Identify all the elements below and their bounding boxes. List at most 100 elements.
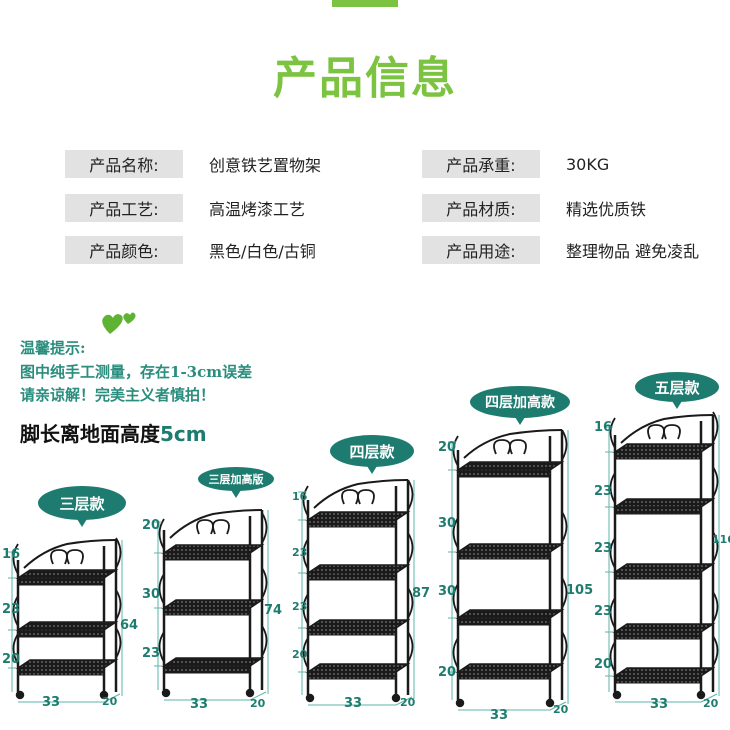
info-label: 产品用途: xyxy=(422,236,540,264)
rack-shelf xyxy=(161,544,265,554)
dim-depth-line xyxy=(395,696,413,706)
rack-shelf xyxy=(455,609,565,619)
rack-scroll xyxy=(341,489,375,505)
rack-side-scroll xyxy=(302,637,309,669)
rack-side-scroll xyxy=(12,543,19,575)
rack-shelf xyxy=(15,659,119,669)
dim-depth-line xyxy=(700,693,718,703)
rack-shelf xyxy=(15,621,119,631)
rack-shelf xyxy=(612,563,716,573)
rack-foot xyxy=(161,688,171,698)
rack-shelf xyxy=(612,443,716,453)
rack-side-scroll xyxy=(561,511,568,543)
rack-side-scroll xyxy=(261,512,268,544)
page-title: 产品信息 xyxy=(273,53,457,104)
rack-shelf xyxy=(612,623,716,633)
rack-side-scroll xyxy=(452,435,459,467)
rack-side-scroll xyxy=(261,625,268,657)
dim-width: 33 xyxy=(42,695,61,710)
rack-foot xyxy=(99,690,109,700)
rack-foot xyxy=(696,690,706,700)
rack-shelf-edge xyxy=(163,552,251,561)
dim-height: 87 xyxy=(412,586,431,601)
rack-side-scroll xyxy=(302,485,309,517)
rack-side-scroll xyxy=(158,573,165,605)
rack-shelf-edge xyxy=(17,577,105,586)
tip-heading: 温馨提示: xyxy=(20,339,86,357)
rack-side-scroll xyxy=(158,631,165,663)
rack-side-scroll xyxy=(158,518,165,550)
rack-side-scroll xyxy=(712,591,719,623)
rack-foot xyxy=(612,690,622,700)
hearts-icon xyxy=(102,312,136,334)
rack-side-scroll xyxy=(452,583,459,615)
rack-crown xyxy=(23,539,117,569)
rack-shelf-edge xyxy=(17,667,105,676)
dim-label: 23 xyxy=(292,546,308,559)
dim-label: 20 xyxy=(438,440,457,455)
rack-shelf xyxy=(455,543,565,553)
dim-label: 20 xyxy=(142,518,161,533)
shelf-badge: 三层款 xyxy=(38,486,126,527)
rack-foot xyxy=(305,693,315,703)
rack-shelf-edge xyxy=(614,631,702,640)
rack-shelf xyxy=(305,663,411,673)
info-label: 产品工艺: xyxy=(65,194,183,222)
info-label: 产品承重: xyxy=(422,150,540,178)
dim-depth: 20 xyxy=(553,703,569,716)
rack-side-scroll xyxy=(407,479,414,511)
rack-shelf-edge xyxy=(457,617,551,626)
shelf-badge: 三层加高版 xyxy=(198,467,274,498)
dim-height: 74 xyxy=(264,603,283,618)
info-row-load: 产品承重: 30KG xyxy=(422,150,609,178)
info-row-process: 产品工艺: 高温烤漆工艺 xyxy=(65,194,305,222)
info-value: 黑色/白色/古铜 xyxy=(209,242,316,261)
rack-shelf xyxy=(161,599,265,609)
rack-shelf-edge xyxy=(163,665,251,674)
rack-side-scroll xyxy=(712,635,719,667)
rack-side-scroll xyxy=(12,595,19,627)
dim-label: 23 xyxy=(594,484,613,499)
dim-label: 20 xyxy=(2,652,21,667)
dim-label: 16 xyxy=(2,547,21,562)
rack-crown xyxy=(169,509,263,539)
top-accent-bar xyxy=(332,0,398,7)
rack-side-scroll xyxy=(712,466,719,498)
rack-side-scroll xyxy=(407,532,414,564)
rack-shelf-edge xyxy=(307,627,397,636)
rack-foot xyxy=(455,698,465,708)
shelf-rack-4 xyxy=(452,429,568,708)
dim-label: 23 xyxy=(594,541,613,556)
rack-shelf-edge xyxy=(307,671,397,680)
rack-side-scroll xyxy=(452,637,459,669)
rack-shelf-edge xyxy=(614,451,702,460)
info-label: 产品材质: xyxy=(422,194,540,222)
foot-value: 5cm xyxy=(160,422,207,446)
dim-height: 116 xyxy=(712,533,730,546)
shelf-badge: 五层款 xyxy=(635,372,719,409)
rack-shelf-edge xyxy=(307,519,397,528)
rack-shelf xyxy=(612,667,716,677)
rack-side-scroll xyxy=(609,537,616,569)
rack-shelf xyxy=(612,498,716,508)
dimension-lines-1 xyxy=(8,540,123,703)
rack-side-scroll xyxy=(609,417,616,449)
shelf-rack-5 xyxy=(609,411,719,700)
dim-label: 16 xyxy=(594,420,613,435)
rack-shelf xyxy=(305,619,411,629)
rack-shelf-edge xyxy=(614,571,702,580)
rack-shelf-edge xyxy=(457,671,551,680)
rack-shelf-edge xyxy=(614,506,702,515)
dim-label: 23 xyxy=(142,646,161,661)
shelf-badge: 四层款 xyxy=(330,435,414,474)
shelf-rack-1 xyxy=(12,537,122,700)
rack-side-scroll xyxy=(712,411,719,443)
rack-shelf xyxy=(305,564,411,574)
dim-label: 20 xyxy=(594,657,613,672)
rack-side-scroll xyxy=(609,597,616,629)
rack-scroll xyxy=(493,439,527,455)
rack-side-scroll xyxy=(115,537,122,569)
rack-foot xyxy=(15,690,25,700)
rack-side-scroll xyxy=(407,631,414,663)
dim-depth: 20 xyxy=(250,697,266,710)
